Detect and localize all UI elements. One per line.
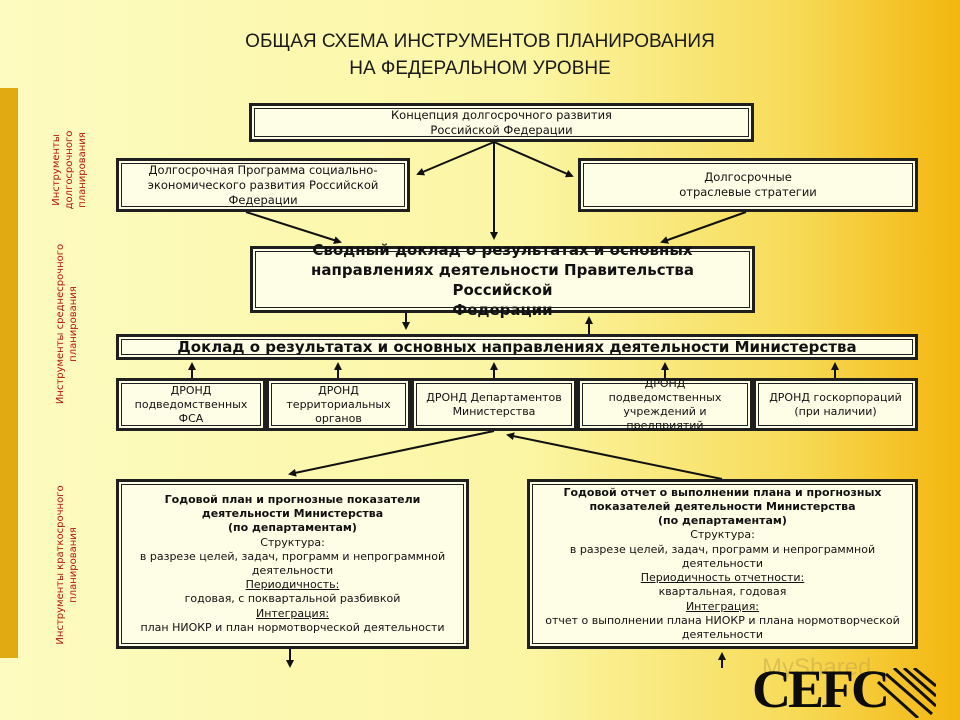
plan-periodicity-text: годовая, с поквартальной разбивкой (184, 592, 401, 606)
box-text-line: отраслевые стратегии (679, 185, 817, 199)
logo-stripes-icon (876, 668, 936, 718)
arrow-drond-to-plan (288, 430, 495, 477)
box-text-line: органов (315, 411, 362, 425)
plan-heading-line: (по департаментам) (228, 521, 357, 535)
box-annual-report: Годовой отчет о выполнении плана и прогн… (527, 479, 918, 649)
report-structure-text: в разрезе целей, задач, программ и непро… (569, 542, 876, 556)
box-text-line: территориальных (286, 397, 391, 411)
arrow-report-to-drond (506, 432, 723, 480)
plan-structure-text: деятельности (251, 564, 334, 577)
page-title: ОБЩАЯ СХЕМА ИНСТРУМЕНТОВ ПЛАНИРОВАНИЯ НА… (120, 28, 840, 82)
drond-box-territorial: ДРОНД территориальных органов (266, 378, 411, 431)
box-text-line: ФСА (178, 411, 204, 425)
arrow-strategies-to-summary (660, 211, 747, 244)
box-text-line: ДРОНД подведомственных (608, 376, 722, 404)
box-text-line: учреждений и (623, 404, 707, 418)
drond-box-institutions: ДРОНД подведомственных учреждений и пред… (577, 376, 753, 432)
plan-heading-line: деятельности Министерства (201, 507, 384, 521)
report-periodicity-text: квартальная, годовая (658, 585, 787, 599)
box-sector-strategies: Долгосрочные отраслевые стратегии (578, 158, 918, 212)
box-text-line: ДРОНД (170, 383, 212, 397)
cefc-logo: CEFC (752, 659, 890, 719)
report-integration-label: Интеграция: (685, 599, 760, 613)
box-text-line: подведомственных (134, 397, 248, 411)
box-text-line: Долгосрочная Программа социально- (148, 162, 378, 177)
report-structure-text: деятельности (681, 556, 764, 570)
box-text-line: Министерства (452, 404, 536, 418)
box-text-line: Сводный доклад о результатах и основных (312, 240, 693, 259)
plan-integration-text: план НИОКР и план нормотворческой деятел… (140, 620, 445, 634)
box-text-line: Федерации (228, 192, 298, 207)
report-integration-text: отчет о выполнении плана НИОКР и плана н… (545, 613, 900, 627)
box-text-line: направлениях деятельности Правительства … (311, 260, 694, 299)
report-integration-text: деятельности (681, 627, 764, 641)
box-text-line: ДРОНД (318, 383, 359, 397)
plan-integration-label: Интеграция: (255, 606, 330, 620)
report-periodicity-label: Периодичность отчетности: (640, 571, 805, 585)
box-ministry-report: Доклад о результатах и основных направле… (116, 334, 918, 360)
drond-box-fsa: ДРОНД подведомственных ФСА (116, 378, 266, 431)
report-structure-label: Структура: (690, 528, 755, 542)
report-heading-line: показателей деятельности Министерства (589, 500, 856, 514)
box-long-term-program: Долгосрочная Программа социально- эконом… (116, 158, 410, 212)
title-line-2: НА ФЕДЕРАЛЬНОМ УРОВНЕ (349, 58, 611, 79)
arrow-concept-to-program (416, 141, 495, 176)
arrow-program-to-summary (245, 211, 342, 244)
sidebar-accent-bar (0, 88, 18, 658)
box-text-line: ДРОНД госкорпораций (769, 390, 902, 404)
box-text-line: Доклад о результатах и основных направле… (177, 338, 857, 356)
plan-structure-text: в разрезе целей, задач, программ и непро… (139, 549, 446, 563)
report-heading-line: Годовой отчет о выполнении плана и прогн… (563, 485, 882, 499)
box-text-line: Российской Федерации (430, 122, 573, 137)
box-text-line: Федерации (452, 300, 553, 319)
box-text-line: Концепция долгосрочного развития (391, 107, 612, 122)
box-long-term-concept: Концепция долгосрочного развития Российс… (249, 103, 754, 142)
report-heading-line: (по департаментам) (658, 514, 787, 528)
box-text-line: (при наличии) (794, 404, 877, 418)
plan-periodicity-label: Периодичность: (245, 578, 340, 592)
box-text-line: ДРОНД Департаментов (426, 390, 562, 404)
plan-structure-label: Структура: (260, 535, 325, 549)
arrow-concept-to-strategies (493, 141, 574, 178)
box-text-line: Долгосрочные (704, 170, 792, 184)
plan-heading-line: Годовой план и прогнозные показатели (164, 492, 421, 506)
box-text-line: экономического развития Российской (147, 177, 379, 192)
box-annual-plan: Годовой план и прогнозные показатели дея… (116, 479, 469, 649)
drond-box-corporations: ДРОНД госкорпораций (при наличии) (753, 378, 918, 431)
box-text-line: предприятий (626, 418, 704, 432)
title-line-1: ОБЩАЯ СХЕМА ИНСТРУМЕНТОВ ПЛАНИРОВАНИЯ (245, 31, 715, 52)
box-government-summary-report: Сводный доклад о результатах и основных … (250, 241, 755, 319)
watermark-text: MyShared (762, 654, 872, 681)
drond-box-departments: ДРОНД Департаментов Министерства (411, 378, 577, 431)
